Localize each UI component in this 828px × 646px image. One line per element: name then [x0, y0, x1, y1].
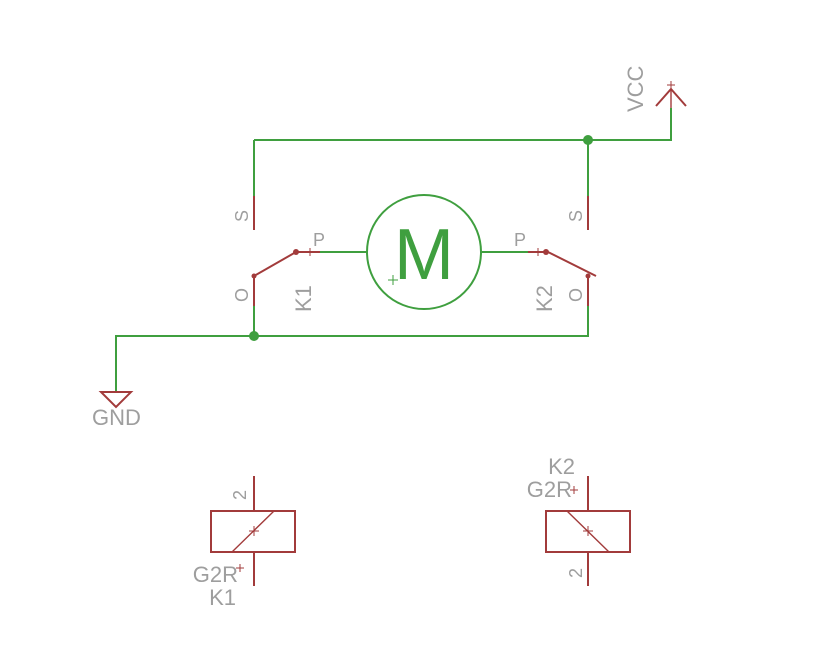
relay-k2-contact[interactable]: S P O K2: [514, 196, 597, 312]
k1-s-label: S: [232, 210, 252, 222]
k1-o-dot: [251, 273, 257, 279]
gnd-label: GND: [92, 405, 141, 430]
relay-k1-coil[interactable]: 2 G2R K1: [193, 476, 296, 610]
k1-coil-body: [210, 510, 296, 553]
k1-p-label: P: [313, 230, 325, 250]
k1-coil-value-label: G2R: [193, 562, 238, 587]
k2-o-dot: [585, 273, 591, 279]
vcc-label: VCC: [623, 65, 648, 112]
k1-o-label: O: [232, 288, 252, 302]
k2-coil-body: [545, 510, 631, 553]
k2-o-label: O: [566, 288, 586, 302]
junction-dot-gnd: [249, 331, 259, 341]
net-wires: [115, 108, 672, 392]
junction-dot-vcc: [583, 135, 593, 145]
gnd-supply-symbol[interactable]: GND: [92, 391, 141, 430]
k2-switch-blade: [547, 251, 597, 277]
motor-symbol[interactable]: M: [366, 194, 482, 310]
motor-circle: [366, 194, 482, 310]
gnd-net-wire[interactable]: [115, 306, 589, 392]
k2-coil-pin-label: 2: [566, 568, 586, 578]
vcc-supply-symbol[interactable]: VCC: [623, 65, 687, 112]
k1-switch-blade: [253, 251, 297, 277]
relay-k1-contact[interactable]: S P O K1: [232, 196, 325, 312]
k2-name-label: K2: [532, 285, 557, 312]
k1-pivot-dot: [293, 249, 299, 255]
k2-coil-name-label: K2: [548, 454, 575, 479]
relay-k2-coil[interactable]: 2 K2 G2R: [527, 454, 631, 586]
vcc-net-wire[interactable]: [254, 108, 672, 141]
k2-pivot-dot: [543, 249, 549, 255]
k1-coil-name-label: K1: [209, 585, 236, 610]
gnd-triangle-icon: [98, 391, 134, 409]
k2-p-label: P: [514, 230, 526, 250]
k2-s-label: S: [566, 210, 586, 222]
k1-name-label: K1: [291, 285, 316, 312]
k1-coil-pin-label: 2: [230, 490, 250, 500]
motor-label: M: [394, 215, 454, 295]
k2-coil-value-label: G2R: [527, 477, 572, 502]
motor-plus-marker: [388, 275, 398, 285]
